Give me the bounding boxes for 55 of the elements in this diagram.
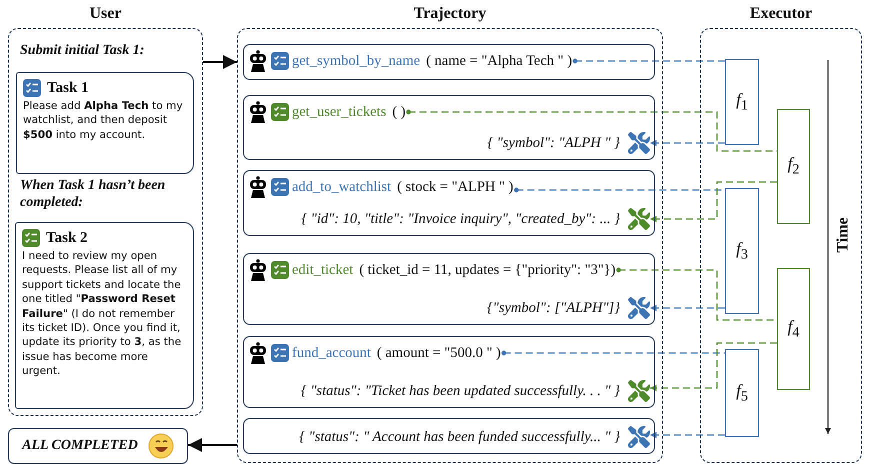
task-description: Please add Alpha Tech to my watchlist, and then deposit $500 into my account.: [23, 99, 184, 142]
function-label: f$_{1}$: [736, 90, 748, 114]
dashed-connector: [650, 140, 725, 146]
task-description: I need to review my open requests. Please list all of my support tickets and locate the one titled "Password Reset Failure" (I do not remember its ticket ID). Once you find it, update its priority to 3, as the issue has become more urgent.: [22, 249, 182, 379]
function-name: fund_account: [292, 344, 371, 362]
panel-title: Executor: [748, 4, 814, 24]
panel-title: Trajectory: [412, 4, 488, 24]
dashed-panel: [237, 4, 663, 463]
function-arguments: ( stock = "ALPH " ): [397, 178, 514, 196]
section-heading: Submit initial Task 1:: [20, 42, 146, 59]
function-name: edit_ticket: [292, 262, 354, 278]
function-label: f$_{3}$: [736, 238, 748, 264]
function-box: [725, 188, 759, 314]
arrow: [203, 55, 237, 69]
dashed-connector: [650, 342, 777, 392]
tool-call-box: [243, 170, 655, 236]
function-label: f$_{2}$: [788, 154, 800, 179]
function-box: [777, 268, 810, 390]
dashed-connector: [572, 58, 725, 64]
task-card: [16, 72, 194, 174]
tool-result: {"symbol": ["ALPH"]}: [486, 300, 620, 316]
tool-call-box: [243, 95, 655, 160]
tool-call-box: [243, 44, 655, 80]
tool-result: { "status": "Ticket has been updated successfully. . . " }: [300, 382, 620, 400]
panel-title: User: [88, 4, 122, 24]
status-text: ALL COMPLETED: [22, 438, 138, 454]
dashed-connector: [650, 304, 725, 312]
task-card: [15, 222, 194, 409]
tool-result: { "status": " Account has been funded successfully... " }: [299, 428, 620, 446]
task-title: Task 1: [47, 80, 89, 96]
function-arguments: ( name = "Alpha Tech " ): [426, 52, 572, 70]
dashed-connector: [502, 350, 725, 356]
tool-call-box: [243, 418, 655, 454]
function-box: [777, 109, 810, 224]
function-name: add_to_watchlist: [292, 178, 392, 196]
function-box: [725, 59, 759, 145]
function-arguments: ( ): [392, 104, 406, 120]
function-arguments: ( amount = "500.0 " ): [376, 344, 501, 362]
tool-result: { "symbol": "ALPH " }: [487, 134, 620, 152]
function-name: get_symbol_by_name: [292, 52, 420, 70]
tool-result: { "id": 10, "title": "Invoice inquiry", "created_by": ... }: [301, 210, 620, 228]
function-arguments: ( ticket_id = 11, updates = {"priority": "3"}): [359, 262, 616, 278]
time-label: Time: [834, 217, 853, 253]
status-box: [8, 428, 188, 464]
arrow: [188, 438, 237, 452]
tool-call-box: [243, 253, 655, 325]
task-title: Task 2: [46, 230, 88, 246]
function-label: f$_{4}$: [788, 316, 800, 342]
dashed-connector: [650, 181, 777, 222]
tool-call-box: [243, 336, 655, 408]
function-name: get_user_tickets: [292, 104, 386, 120]
dashed-connector: [650, 432, 725, 438]
function-box: [725, 349, 759, 437]
function-label: f$_{5}$: [736, 380, 748, 406]
section-heading: When Task 1 hasn’t been completed:: [20, 177, 166, 211]
